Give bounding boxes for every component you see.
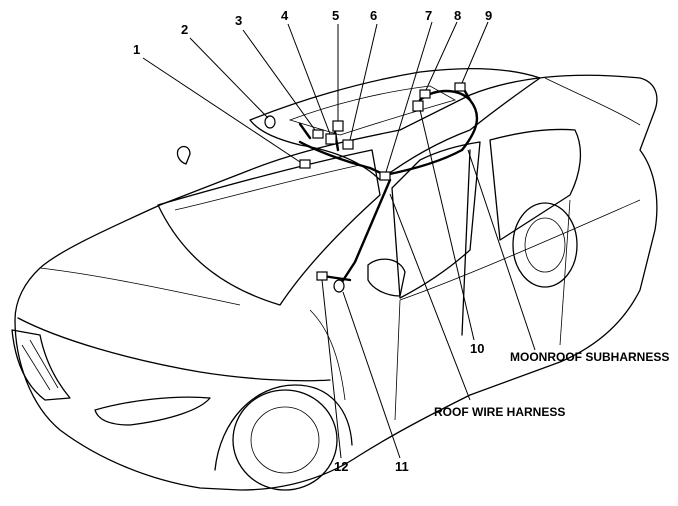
connector-7 [379,171,391,181]
callout-8: 8 [454,8,461,23]
connector-1 [299,159,311,169]
callout-11: 11 [395,459,409,474]
callout-2: 2 [181,22,188,37]
callout-1: 1 [133,42,140,57]
connector-2 [264,115,276,129]
moonroof-subharness-label: MOONROOF SUBHARNESS [510,350,669,364]
connector-4 [325,133,337,145]
connector-9 [454,82,466,92]
callout-numbers: 1 2 3 4 5 6 7 8 9 10 11 12 [133,8,492,474]
connector-11 [333,279,345,293]
callout-9: 9 [485,8,492,23]
callout-4: 4 [281,8,289,23]
connector-5 [332,120,344,132]
callout-12: 12 [334,459,348,474]
connector-10 [412,100,424,112]
callout-6: 6 [370,8,377,23]
callout-7: 7 [425,8,432,23]
connector-8 [419,89,431,99]
connector-3 [312,129,324,139]
callout-10: 10 [470,341,484,356]
callout-5: 5 [332,8,339,23]
callout-3: 3 [235,13,242,28]
leader-lines [142,21,536,459]
roof-wire-harness [298,122,464,287]
connector-12 [316,271,328,281]
connectors [264,82,466,293]
connector-6 [342,139,354,150]
roof-wire-harness-label: ROOF WIRE HARNESS [434,405,565,419]
